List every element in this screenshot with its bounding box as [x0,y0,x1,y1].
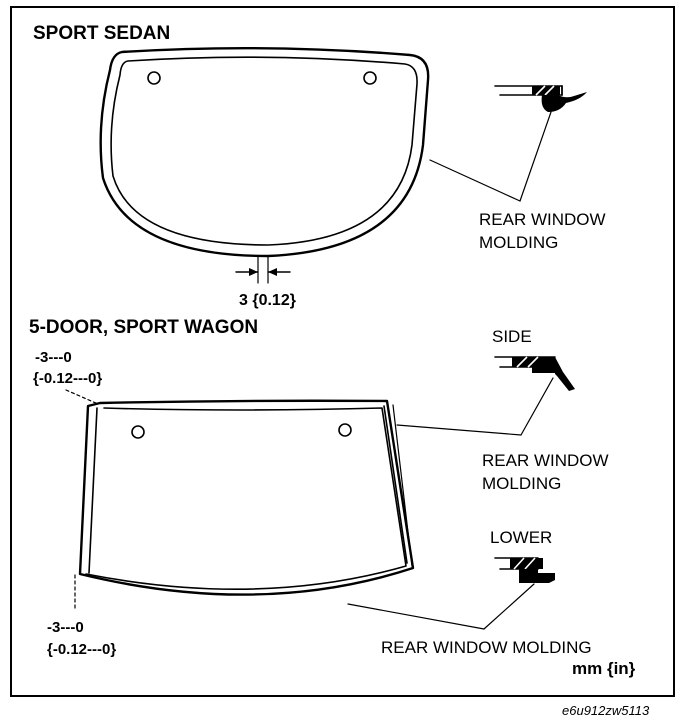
sedan-dimension-marker [235,255,291,284]
wagon-side-callout-line-1: REAR WINDOW [482,451,609,470]
wagon-window [78,399,415,596]
wagon-side-leader-window [396,424,522,436]
wagon-side-molding-section [494,356,575,391]
sedan-title: SPORT SEDAN [33,23,170,44]
wagon-bottom-dimension-line-1: -3---0 [47,619,84,636]
diagram-frame [10,6,675,697]
sedan-callout-line-1: REAR WINDOW [479,210,606,229]
wagon-title: 5-DOOR, SPORT WAGON [29,317,258,338]
wagon-side-callout-line-2: MOLDING [482,474,561,493]
wagon-side-label: SIDE [492,327,532,346]
wagon-lower-callout: REAR WINDOW MOLDING [381,638,592,657]
wagon-top-dimension-line-2: {-0.12---0} [33,370,102,387]
sedan-mount-hole-left [147,71,161,85]
wagon-lower-leader [483,583,535,630]
wagon-top-dimension-line-1: -3---0 [35,349,72,366]
sedan-mount-hole-right [363,71,377,85]
sedan-dimension: 3 {0.12} [239,292,296,309]
wagon-bottom-dimension-line-2: {-0.12---0} [47,641,116,658]
sedan-window [99,46,430,258]
wagon-top-dimension-leader [65,389,99,405]
sedan-leader-line [519,111,552,202]
wagon-mount-hole-left [131,425,145,439]
sedan-callout-line-2: MOLDING [479,233,558,252]
wagon-lower-molding-section [494,557,555,583]
units-label: mm {in} [572,659,636,678]
sedan-leader-line-window [429,159,521,202]
wagon-mount-hole-right [338,423,352,437]
wagon-side-leader [520,377,554,436]
wagon-lower-leader-window [347,603,485,630]
figure-code: e6u912zw5113 [562,703,650,718]
wagon-lower-label: LOWER [490,528,552,547]
sedan-molding-section [494,85,587,112]
